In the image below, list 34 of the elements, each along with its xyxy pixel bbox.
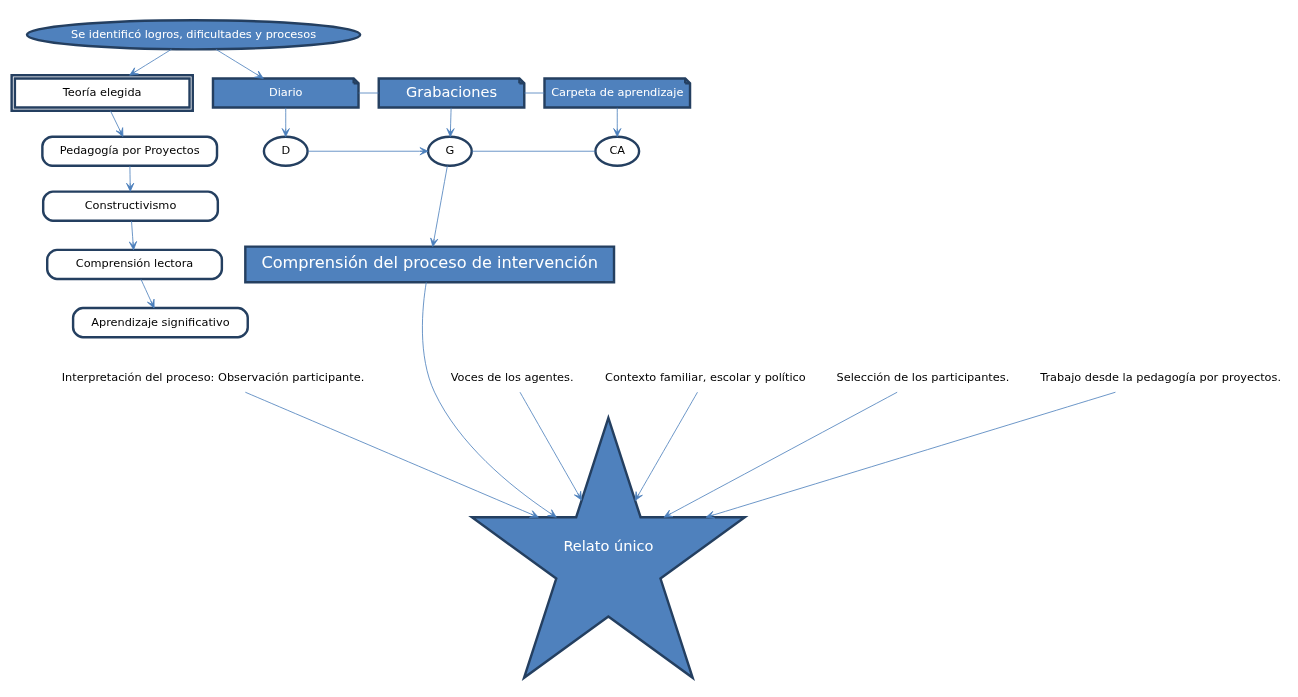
arrow <box>430 164 448 247</box>
arrow <box>110 109 124 137</box>
node-ellipse: G <box>426 134 473 167</box>
arrow <box>129 48 172 76</box>
arrow <box>663 391 898 518</box>
arrow <box>705 391 1116 519</box>
arrow <box>446 106 455 137</box>
arrow <box>422 281 557 518</box>
arrow <box>128 220 137 250</box>
connector <box>523 92 545 93</box>
node-text: Interpretación del proceso: Observación participante. <box>61 369 365 384</box>
arrow <box>634 391 698 501</box>
node-ellipse: CA <box>594 134 641 167</box>
arrow <box>519 391 582 500</box>
node-ellipse: D <box>262 134 309 167</box>
connector <box>358 92 379 93</box>
node-box: Comprensión del proceso de intervención <box>244 244 616 283</box>
node-text: Voces de los agentes. <box>450 369 574 384</box>
node-box: Pedagogía por Proyectos <box>41 134 219 167</box>
node-box: Aprendizaje significativo <box>71 306 249 338</box>
arrow <box>126 165 135 192</box>
node-ellipse: Se identificó logros, dificultades y procesos <box>25 18 362 51</box>
arrow <box>140 278 155 308</box>
node-text: Contexto familiar, escolar y político <box>605 369 806 384</box>
node-text: Trabajo desde la pedagogía por proyectos. <box>1040 369 1282 384</box>
node-text: Selección de los participantes. <box>836 369 1010 384</box>
connector <box>471 150 596 152</box>
arrow <box>307 146 429 155</box>
arrow <box>613 106 622 137</box>
arrow <box>215 48 264 79</box>
node-box: Constructivismo <box>41 189 220 222</box>
arrow <box>281 106 290 137</box>
node-box: Comprensión lectora <box>46 248 224 280</box>
arrow <box>244 391 539 518</box>
